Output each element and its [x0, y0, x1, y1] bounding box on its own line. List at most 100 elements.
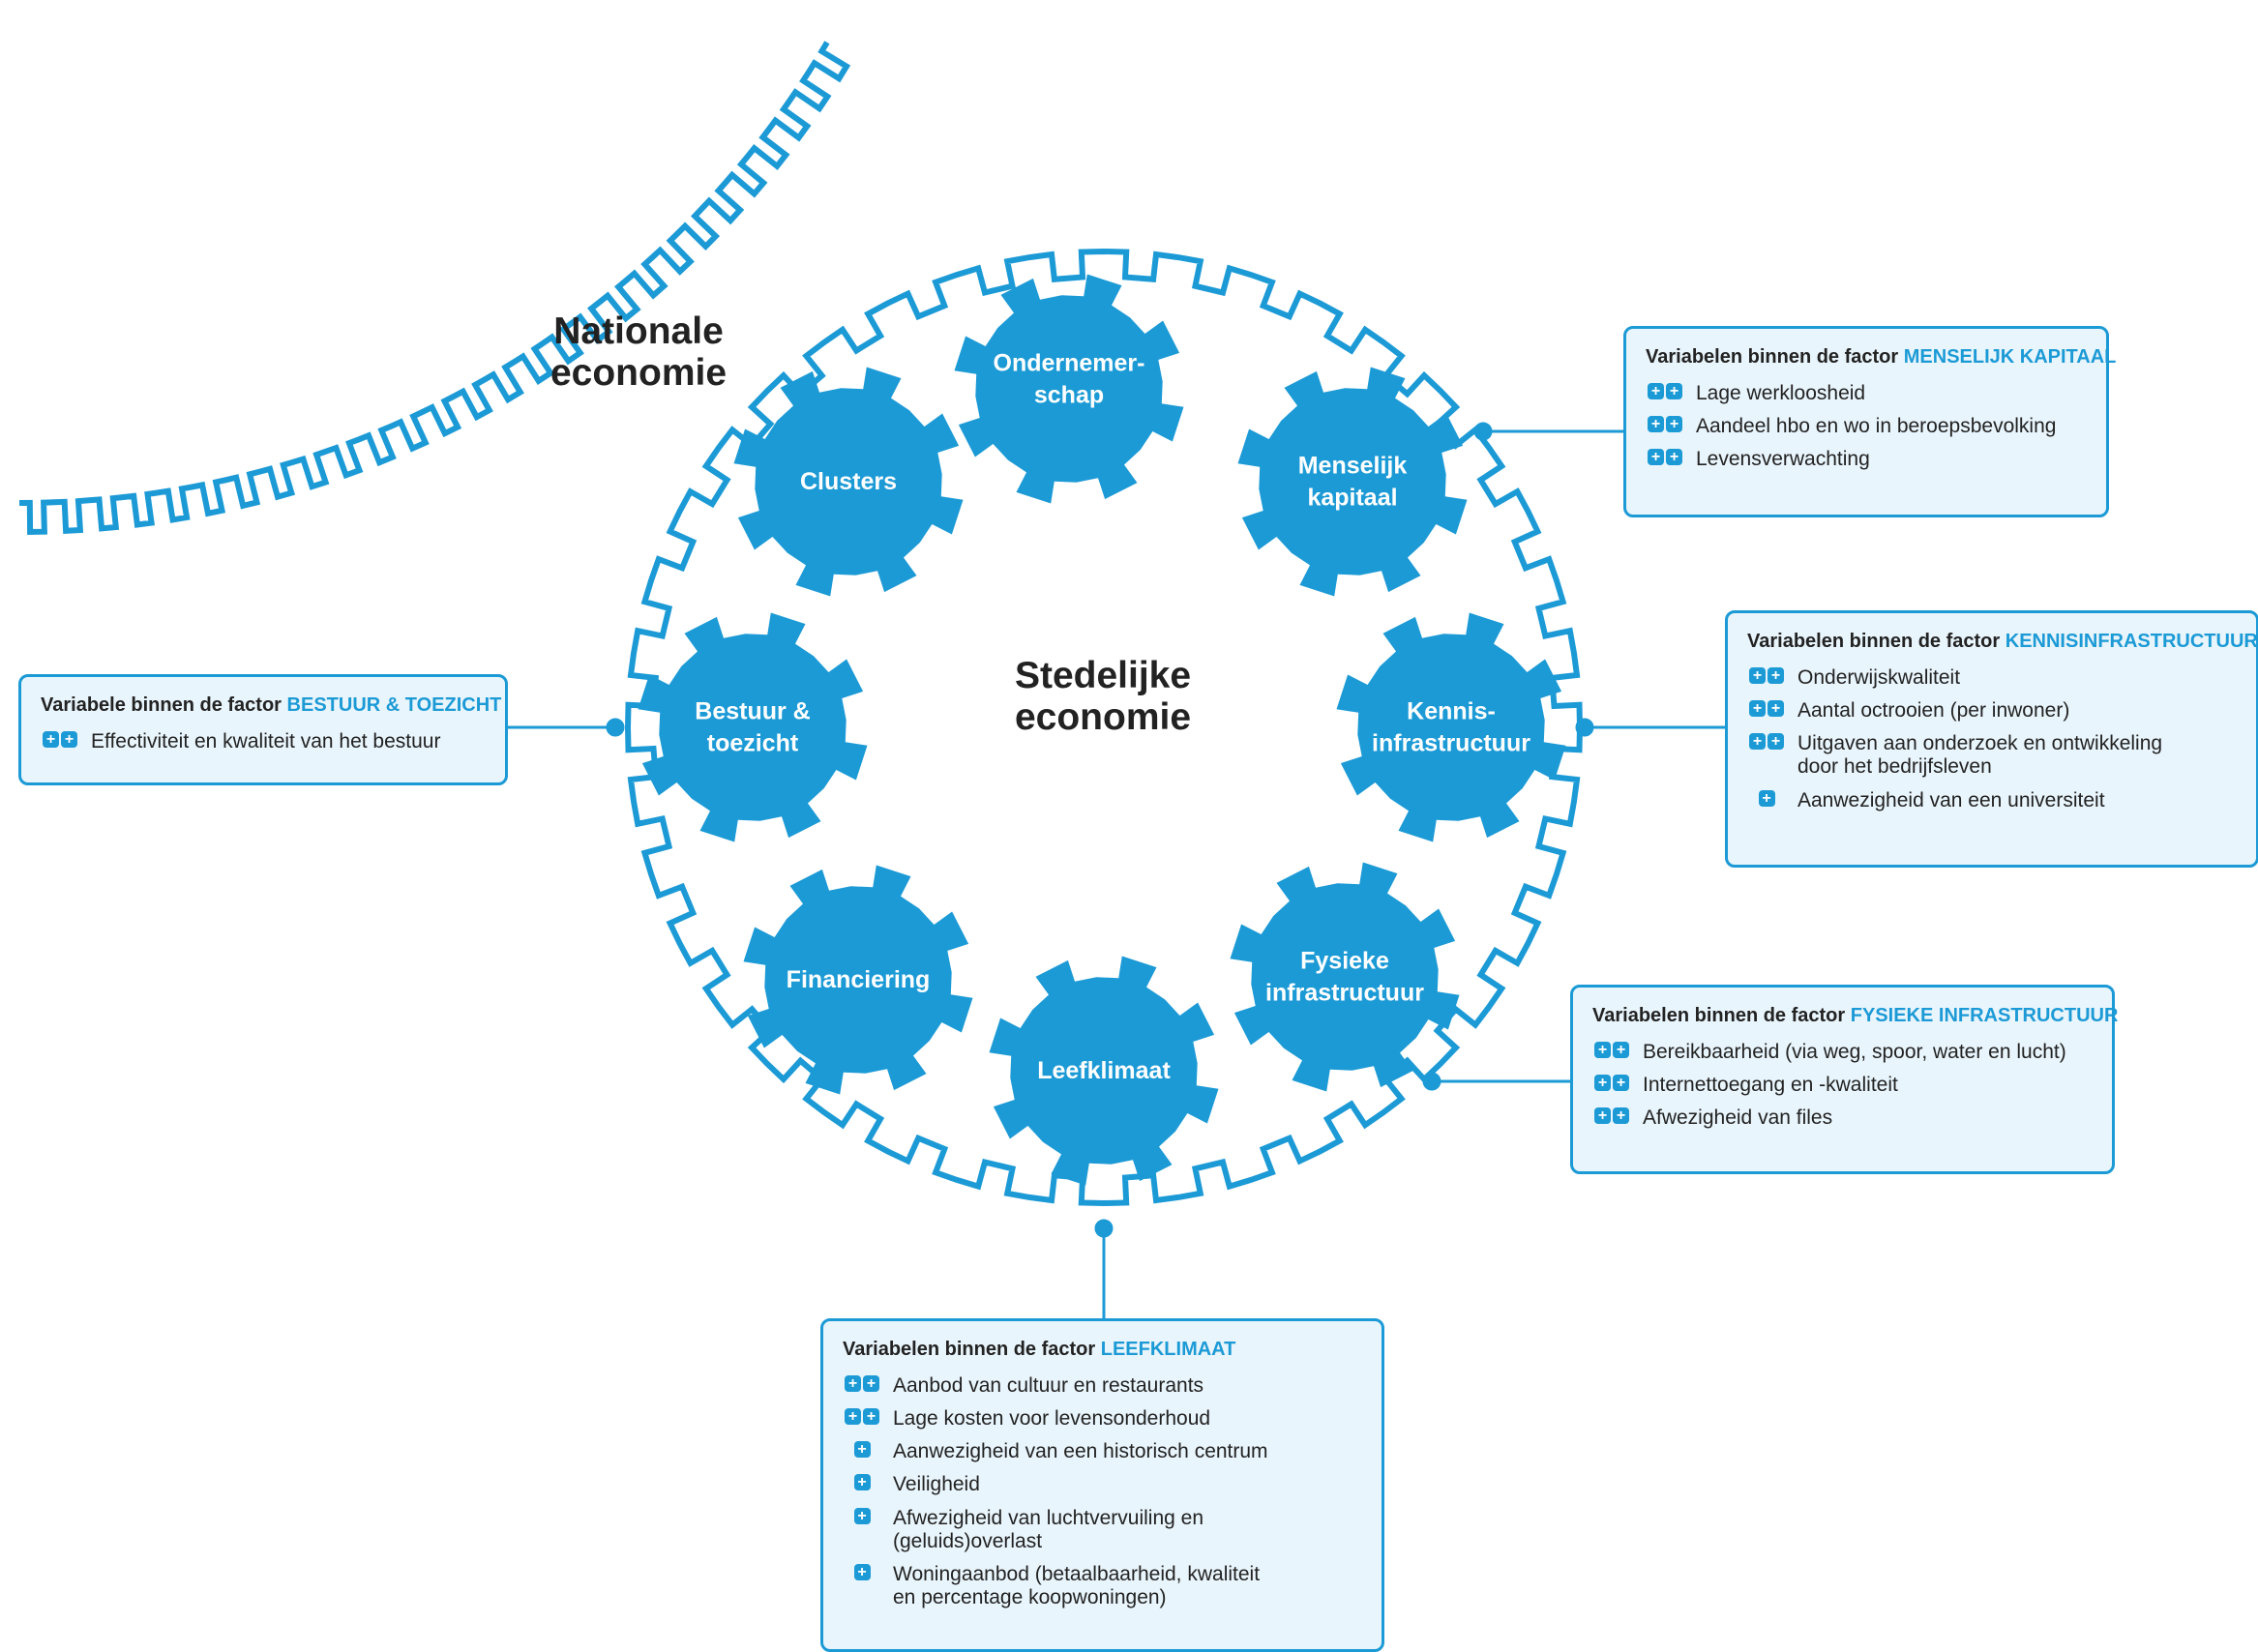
plus-rating: ++ — [1747, 732, 1786, 751]
gear-label-fysieke-infrastructuur: Fysieke infrastructuur — [1265, 947, 1424, 1007]
variable-text: Lage werkloosheid — [1696, 382, 1866, 404]
variable-item: + Aanwezigheid van een universiteit — [1747, 789, 2173, 812]
plus-icon: + — [845, 1408, 861, 1426]
plus-icon: + — [1666, 416, 1682, 433]
connector-lines — [506, 422, 1727, 1320]
plus-icon: + — [1749, 700, 1766, 718]
plus-icon: + — [1666, 449, 1682, 466]
variable-text: Bereikbaarheid (via weg, spoor, water en… — [1643, 1041, 2066, 1063]
city-economy-gear-outline — [624, 248, 1584, 1207]
plus-icon: + — [1594, 1107, 1611, 1125]
plus-icon: + — [1768, 700, 1784, 718]
variable-item: ++ Aanbod van cultuur en restaurants — [843, 1374, 1288, 1398]
factor-gear-shape — [733, 367, 964, 597]
variable-text: Aanwezigheid van een universiteit — [1797, 788, 2105, 811]
plus-rating: ++ — [1646, 382, 1684, 399]
variable-item: ++Internettoegang en -kwaliteit — [1592, 1074, 2093, 1097]
gear-label-leefklimaat: Leefklimaat — [1037, 1056, 1171, 1084]
factor-gears — [638, 274, 1566, 1186]
plus-rating: ++ — [41, 730, 79, 748]
city-economy-label: Stedelijke economie — [1014, 655, 1192, 738]
variable-text: Levensverwachting — [1696, 448, 1870, 471]
variable-item: ++ Bereikbaarheid (via weg, spoor, water … — [1592, 1041, 2093, 1064]
variable-item: ++ Onderwijskwaliteit — [1747, 666, 2173, 690]
variable-text: Aandeel hbo en wo in beroepsbevolking — [1696, 415, 2057, 438]
box-header: Variabelen binnen de factor LEEFKLIMAAT — [843, 1339, 1236, 1360]
variable-item: ++ Aantal octrooien (per inwoner) — [1747, 699, 2173, 723]
variable-text: Uitgaven aan onderzoek en ontwikkeling d… — [1797, 732, 2163, 779]
plus-rating: ++ — [843, 1374, 881, 1392]
variable-text: Onderwijskwaliteit — [1797, 666, 1961, 689]
plus-rating: ++ — [1747, 699, 1786, 718]
plus-icon: + — [1768, 667, 1784, 684]
box-header: Variabelen binnen de factor MENSELIJK KA… — [1646, 346, 2117, 368]
factor-gear-shape — [989, 956, 1219, 1186]
factor-gear-shape — [638, 612, 868, 842]
plus-icon: + — [1594, 1075, 1611, 1092]
gear-label-kennisinfrastructuur: Kennis- infrastructuur — [1372, 697, 1530, 757]
connector-dot-menselijk — [1473, 422, 1493, 441]
plus-rating: ++ — [1592, 1041, 1631, 1058]
plus-icon: + — [1594, 1042, 1611, 1058]
variable-text: Afwezigheid van files — [1643, 1106, 1833, 1130]
plus-icon: + — [853, 1474, 871, 1491]
national-economy-gear-outline — [18, 41, 851, 535]
plus-icon: + — [43, 731, 59, 748]
variable-text: Aanwezigheid van een historisch centrum — [893, 1440, 1268, 1463]
variable-text: Aanbod van cultuur en restaurants — [893, 1374, 1204, 1397]
factor-gear-shape — [1230, 862, 1460, 1092]
connector-dot-bestuur — [606, 718, 625, 737]
variable-text: Afwezigheid van luchtvervuiling en (gelu… — [893, 1506, 1204, 1552]
plus-icon: + — [853, 1507, 871, 1524]
plus-icon: + — [863, 1408, 879, 1426]
plus-icon: + — [1749, 667, 1766, 684]
connector-dot-kennis — [1575, 718, 1594, 737]
variable-text: Effectiviteit en kwaliteit van het bestu… — [91, 730, 441, 752]
plus-rating: ++ — [1646, 448, 1684, 466]
variable-item: ++ Levensverwachting — [1646, 448, 2087, 471]
plus-icon: + — [1768, 733, 1784, 751]
plus-icon: + — [61, 731, 77, 748]
box-bestuur-toezicht: Variabele binnen de factor BESTUUR & TOE… — [18, 674, 508, 785]
variable-text: Woningaanbod (betaalbaarheid, kwaliteit … — [893, 1562, 1261, 1608]
box-menselijk-kapitaal: Variabelen binnen de factor MENSELIJK KA… — [1623, 326, 2117, 517]
connector-dot-leef — [1094, 1219, 1114, 1238]
gear-label-financiering: Financiering — [786, 965, 931, 993]
plus-icon: + — [1613, 1042, 1629, 1058]
plus-icon: + — [1613, 1075, 1629, 1092]
box-header: Variabele binnen de factor BESTUUR & TOE… — [41, 694, 502, 716]
plus-rating: + — [843, 1507, 881, 1524]
plus-icon: + — [845, 1375, 861, 1392]
variable-item: ++ Afwezigheid van files — [1592, 1106, 2093, 1130]
plus-icon: + — [1613, 1107, 1629, 1125]
variable-item: ++ Lage kosten voor levensonderhoud — [843, 1407, 1288, 1431]
plus-icon: + — [1749, 733, 1766, 751]
factor-gear-shape — [1237, 367, 1468, 597]
variable-text: Aantal octrooien (per inwoner) — [1797, 699, 2070, 723]
gear-label-clusters: Clusters — [799, 467, 898, 495]
plus-icon: + — [1648, 449, 1664, 466]
plus-icon: + — [1648, 416, 1664, 433]
plus-icon: + — [863, 1375, 879, 1392]
box-fysieke-infrastructuur: Variabelen binnen de factor FYSIEKE INFR… — [1570, 985, 2118, 1174]
plus-icon: + — [1758, 789, 1775, 807]
plus-rating: + — [843, 1473, 881, 1491]
gear-label-bestuur-toezicht: Bestuur & toezicht — [695, 697, 811, 757]
plus-rating: ++ — [1747, 666, 1786, 684]
variable-text: Lage kosten voor levensonderhoud — [893, 1407, 1211, 1431]
plus-rating: ++ — [1646, 415, 1684, 433]
factor-gear-shape — [954, 274, 1184, 504]
box-header: Variabelen binnen de factor KENNISINFRAS… — [1747, 631, 2258, 652]
variable-text: Veiligheid — [893, 1473, 980, 1496]
box-leefklimaat: Variabelen binnen de factor LEEFKLIMAAT … — [820, 1318, 1384, 1652]
plus-icon: + — [1666, 383, 1682, 399]
plus-rating: ++ — [843, 1407, 881, 1426]
gear-label-ondernemerschap: Ondernemer- schap — [993, 349, 1145, 409]
plus-rating: ++ — [1592, 1106, 1631, 1125]
variable-item: + Veiligheid — [843, 1473, 1288, 1496]
plus-rating: ++ — [1592, 1074, 1631, 1092]
plus-rating: + — [843, 1440, 881, 1459]
factor-gear-shape — [1336, 612, 1566, 842]
factor-gear-shape — [743, 865, 973, 1095]
